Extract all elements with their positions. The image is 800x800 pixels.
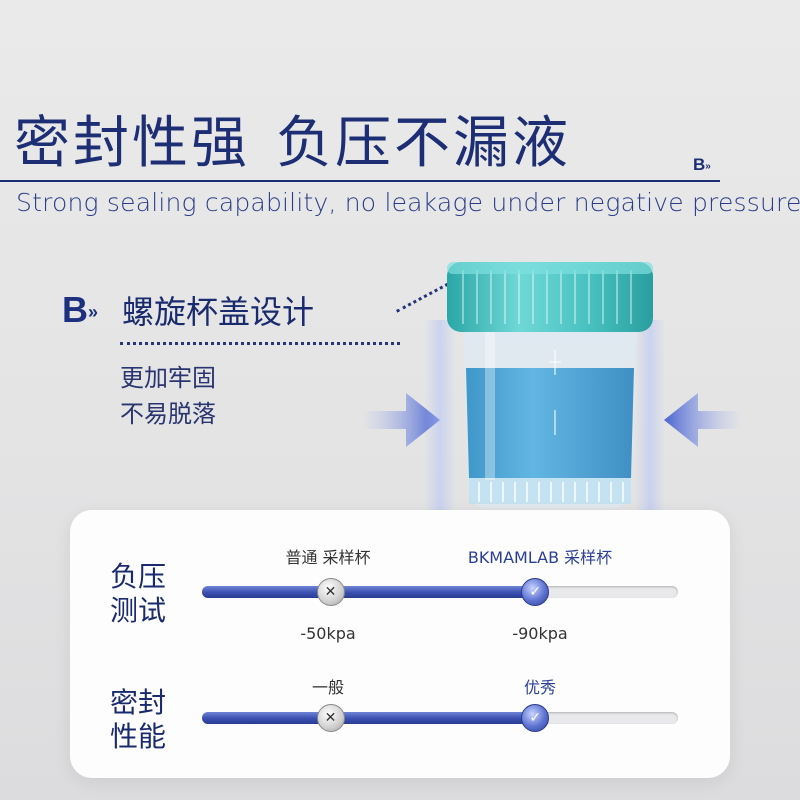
brand-seal-rating: 优秀	[523, 678, 557, 697]
x-icon: ✕	[316, 578, 345, 606]
headline-part2: 负压不漏液	[276, 111, 571, 176]
feature-logo: B»	[62, 289, 99, 330]
normal-pressure-value: -50kpa	[300, 624, 356, 643]
normal-seal-rating: 一般	[311, 678, 345, 697]
feature-description: 更加牢固 不易脱落	[120, 364, 216, 428]
subtitle: Strong sealing capability, no leakage un…	[16, 188, 800, 217]
brand-logo: B»	[693, 155, 711, 174]
comparison-panel: 普通 采样杯 BKMAMLAB 采样杯 负压 测试 ✕ ✓ -50kpa -90…	[70, 510, 730, 778]
callout-line	[120, 342, 400, 345]
check-icon: ✓	[521, 578, 550, 606]
check-icon: ✓	[521, 704, 550, 732]
column-brand-cup: BKMAMLAB 采样杯	[467, 548, 613, 567]
pressure-track	[202, 586, 678, 598]
row-label-negative-pressure: 负压 测试	[110, 560, 167, 627]
specimen-cup-illustration	[425, 262, 665, 510]
header-divider	[0, 180, 720, 182]
headline: 密封性强负压不漏液	[14, 112, 571, 176]
arrow-left-icon	[664, 393, 742, 447]
seal-track	[202, 712, 678, 724]
feature-title: 螺旋杯盖设计	[122, 293, 315, 331]
x-icon: ✕	[316, 704, 345, 732]
brand-pressure-value: -90kpa	[512, 624, 568, 643]
headline-part1: 密封性强	[14, 111, 250, 176]
row-label-seal-performance: 密封 性能	[110, 686, 167, 753]
arrow-right-icon	[362, 393, 440, 447]
pressure-fill	[202, 586, 536, 598]
column-normal-cup: 普通 采样杯	[285, 548, 371, 567]
seal-fill	[202, 712, 536, 724]
